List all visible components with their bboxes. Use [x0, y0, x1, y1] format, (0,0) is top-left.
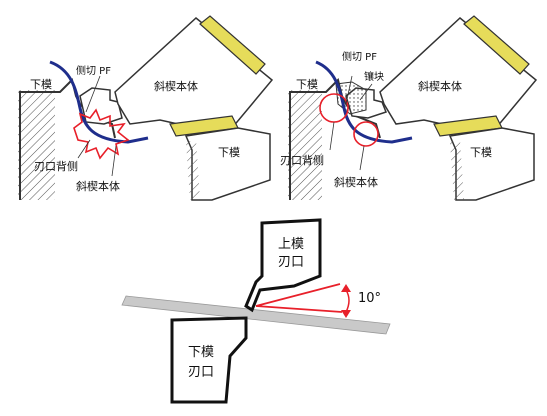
sheet [121, 295, 391, 335]
right-wedge-body-label: 斜楔本体 [418, 79, 462, 93]
upper-die-edge [244, 218, 322, 313]
upper-die-label-1: 上模 [278, 237, 304, 252]
right-lower-die-right-hatch [450, 140, 464, 200]
right-wedge-body-bottom-label: 斜楔本体 [334, 175, 378, 189]
left-panel: 下模 侧切 PF 斜楔本体 下模 刃口背侧 斜楔本体 [18, 15, 274, 201]
right-wedge-body [379, 17, 538, 129]
left-wedge-body-bottom-label: 斜楔本体 [76, 179, 120, 193]
lower-die-label-2: 刃口 [188, 365, 214, 380]
left-edge-back-label: 刃口背侧 [34, 159, 78, 173]
bottom-panel: 上模 刃口 下模 刃口 10° [121, 218, 391, 404]
angle-arrow-top [341, 284, 351, 292]
angle-line-upper [255, 283, 341, 307]
right-blue-strip [315, 60, 413, 144]
right-highlight-circle-2 [353, 121, 379, 147]
right-panel: 下模 侧切 PF 镶块 斜楔本体 下模 刃口背侧 斜楔本体 [280, 15, 538, 201]
left-lower-die-right-hatch [186, 140, 200, 200]
angle-line-lower [255, 305, 343, 313]
lower-die-label-1: 下模 [188, 345, 214, 360]
left-wedge-body-label: 斜楔本体 [154, 79, 198, 93]
right-lower-die-right-label: 下模 [470, 146, 492, 159]
angle-arc [345, 289, 350, 313]
left-blue-strip [49, 60, 149, 144]
lower-die-edge [170, 316, 248, 404]
angle-label: 10° [358, 291, 381, 306]
left-guide-plate-top [199, 15, 266, 75]
right-edge-back-label: 刃口背侧 [280, 153, 324, 167]
left-lower-die-label: 下模 [30, 78, 52, 91]
left-lower-die-hatch [18, 90, 55, 200]
left-wedge-body [114, 17, 274, 129]
right-lower-die-hatch [288, 90, 322, 200]
right-insert-label: 镶块 [364, 70, 384, 83]
angle-arrow-bottom [341, 310, 351, 318]
right-side-cut-pf-label: 侧切 PF [342, 50, 377, 63]
right-guide-plate-top [463, 15, 530, 75]
left-collision-burst [73, 108, 130, 160]
upper-die-label-2: 刃口 [278, 255, 304, 270]
left-side-cut-pf-label: 侧切 PF [76, 64, 111, 77]
left-lower-die-right-label: 下模 [218, 146, 240, 159]
right-lower-die-label: 下模 [296, 78, 318, 91]
